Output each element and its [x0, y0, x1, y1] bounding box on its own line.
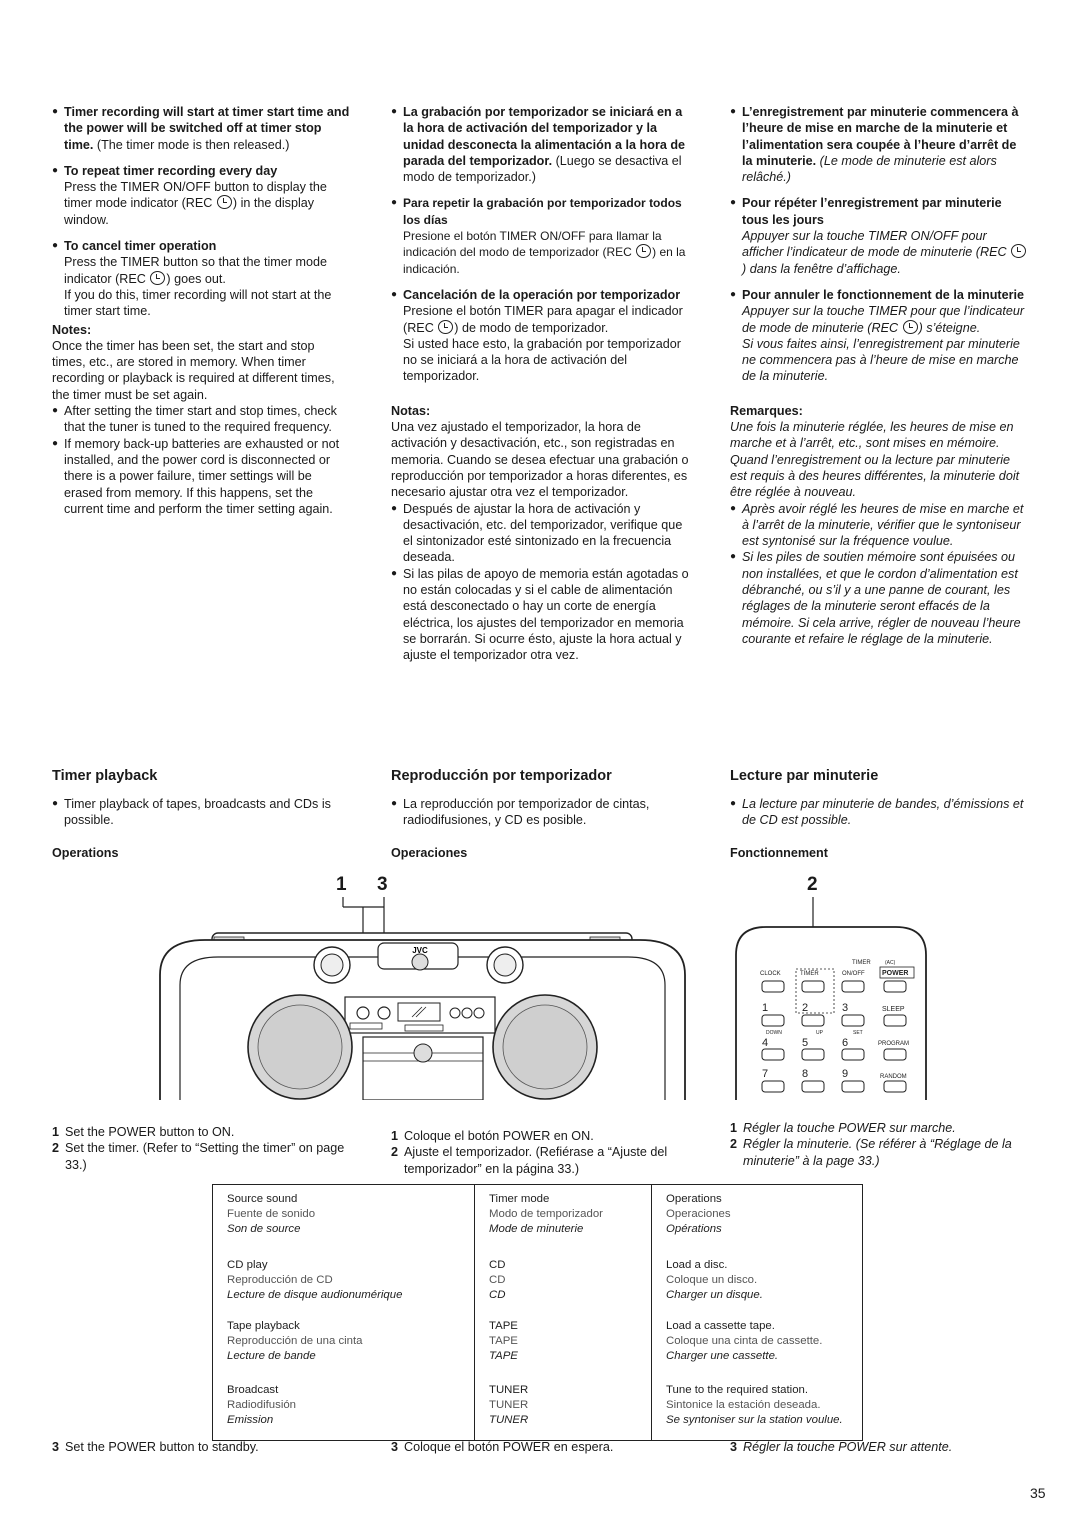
notes-text: Una vez ajustado el temporizador, la hor… — [391, 420, 689, 500]
svg-text:4: 4 — [762, 1037, 768, 1049]
cancel-text-2: Si usted hace esto, la grabación por tem… — [403, 336, 681, 384]
bullet-timer-start: Timer recording will start at timer star… — [52, 104, 351, 153]
clock-icon — [1011, 244, 1027, 259]
svg-text:2: 2 — [802, 1002, 808, 1014]
svg-text:DOWN: DOWN — [766, 1030, 782, 1036]
svg-text:POWER: POWER — [882, 970, 908, 977]
svg-text:6: 6 — [842, 1037, 848, 1049]
bullet-cancel-head: Pour annuler le fonctionnement de la min… — [730, 287, 1030, 304]
svg-text:ON/OFF: ON/OFF — [842, 971, 865, 977]
svg-text:5: 5 — [802, 1037, 808, 1049]
note-bullet-1: Après avoir réglé les heures de mise en … — [730, 501, 1030, 550]
repeat-text: Press the TIMER ON/OFF button to display… — [64, 180, 327, 227]
svg-text:9: 9 — [842, 1068, 848, 1080]
notes-text: Once the timer has been set, the start a… — [52, 338, 335, 402]
bullet-repeat-head: Pour répéter l’enregistrement par minute… — [730, 195, 1030, 228]
cancel-text-2: If you do this, timer recording will not… — [64, 287, 332, 319]
clock-icon — [150, 270, 166, 285]
svg-text:3: 3 — [842, 1002, 848, 1014]
french-column: L’enregistrement par minuterie commencer… — [730, 104, 1030, 647]
note-bullet-2: If memory back-up batteries are exhauste… — [52, 436, 351, 517]
cancel-text-2: Si vous faites ainsi, l’enregistrement p… — [742, 336, 1020, 384]
svg-text:SLEEP: SLEEP — [882, 1006, 905, 1013]
repeat-text: Presione el botón TIMER ON/OFF para llam… — [403, 229, 686, 276]
section-heading-fr: Lecture par minuterie — [730, 768, 879, 784]
notes-heading: Notas: — [391, 403, 431, 418]
svg-text:TIMER: TIMER — [852, 960, 871, 966]
operations-heading-es: Operaciones — [391, 846, 468, 860]
page-number: 35 — [1030, 1485, 1046, 1501]
svg-text:CLOCK: CLOCK — [760, 971, 781, 977]
svg-text:1: 1 — [762, 1002, 768, 1014]
bullet-repeat-head: Para repetir la grabación por temporizad… — [391, 195, 690, 228]
notes-heading: Remarques: — [730, 403, 803, 418]
note-bullet-2: Si las pilas de apoyo de memoria están a… — [391, 566, 690, 664]
notes-heading: Notes: — [52, 322, 92, 337]
svg-text:UP: UP — [816, 1030, 824, 1036]
svg-text:RANDOM: RANDOM — [880, 1074, 907, 1080]
remote-illustration: TIMER (AC) CLOCK TIMER ON/OFF POWER 1 2 … — [735, 897, 927, 1100]
bullet-timer-start: L’enregistrement par minuterie commencer… — [730, 104, 1030, 185]
clock-icon — [438, 319, 454, 334]
boombox-illustration: JVC — [159, 897, 686, 1100]
intro-en: Timer playback of tapes, broadcasts and … — [52, 796, 351, 829]
english-column: Timer recording will start at timer star… — [52, 104, 351, 517]
svg-text:PROGRAM: PROGRAM — [878, 1041, 909, 1047]
note-bullet-2: Si les piles de soutien mémoire sont épu… — [730, 549, 1030, 647]
spanish-column: La grabación por temporizador se iniciar… — [391, 104, 690, 664]
figure-label-2: 2 — [807, 874, 818, 895]
clock-icon — [902, 319, 918, 334]
note-bullet-1: Después de ajustar la hora de activación… — [391, 501, 690, 566]
note-bullet-1: After setting the timer start and stop t… — [52, 403, 351, 436]
figure-label-1: 1 — [336, 874, 347, 895]
brand-logo: JVC — [412, 946, 428, 955]
svg-text:7: 7 — [762, 1068, 768, 1080]
bullet-cancel-head: To cancel timer operation — [52, 238, 351, 255]
svg-text:(AC): (AC) — [885, 960, 896, 966]
notes-text: Une fois la minuterie réglée, les heures… — [730, 420, 1020, 500]
clock-icon — [636, 244, 652, 259]
repeat-text: Appuyer sur la touche TIMER ON/OFF pour … — [730, 228, 1030, 277]
svg-text:TIMER: TIMER — [800, 971, 819, 977]
section-heading-es: Reproducción por temporizador — [391, 768, 612, 784]
cancel-text: Appuyer sur la touche TIMER pour que l’i… — [742, 304, 1025, 335]
operations-heading-en: Operations — [52, 846, 119, 860]
bullet-repeat-head: To repeat timer recording every day — [52, 163, 351, 180]
figure-label-3: 3 — [377, 874, 388, 895]
operations-heading-fr: Fonctionnement — [730, 846, 828, 860]
intro-es: La reproducción por temporizador de cint… — [391, 796, 690, 829]
section-heading-en: Timer playback — [52, 768, 158, 784]
bullet-timer-start: La grabación por temporizador se iniciar… — [391, 104, 690, 185]
intro-fr: La lecture par minuterie de bandes, d’ém… — [730, 796, 1030, 829]
cancel-text: Press the TIMER button so that the timer… — [64, 255, 327, 286]
svg-text:SET: SET — [853, 1030, 863, 1036]
bullet-cancel-head: Cancelación de la operación por temporiz… — [391, 287, 690, 304]
clock-icon — [216, 195, 232, 210]
svg-text:8: 8 — [802, 1068, 808, 1080]
cancel-text: Presione el botón TIMER para apagar el i… — [403, 304, 683, 335]
